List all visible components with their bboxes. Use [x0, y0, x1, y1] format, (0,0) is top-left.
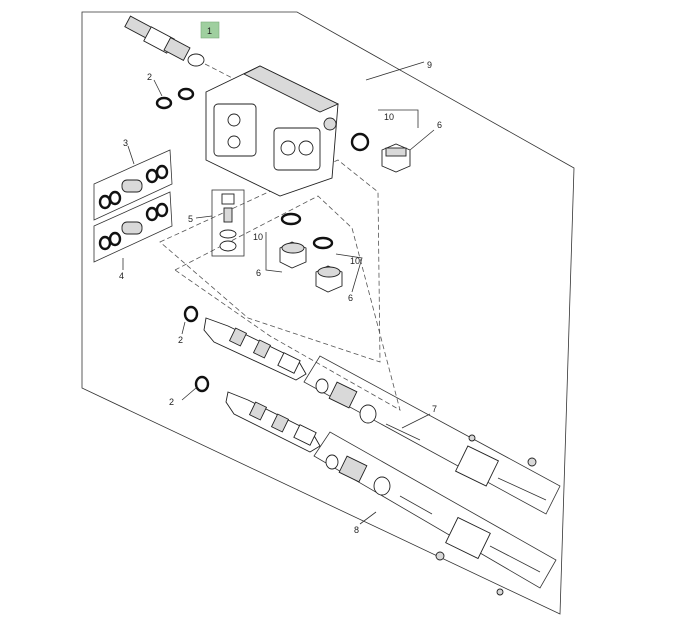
- plug-6-right[interactable]: [381, 143, 411, 173]
- callout-6-right: 6: [437, 120, 442, 130]
- leader-line: [265, 232, 283, 273]
- o-ring-10-icon: [312, 236, 334, 250]
- callout-6-center: 6: [256, 268, 261, 278]
- relief-valve-cartridge[interactable]: [124, 15, 205, 67]
- callout-8: 8: [354, 525, 359, 535]
- leader-line: [195, 215, 213, 219]
- seal-kit-3[interactable]: [93, 149, 173, 221]
- plug-6-center[interactable]: [279, 241, 307, 269]
- leader-line: [359, 511, 377, 525]
- o-ring-10-icon: [350, 132, 370, 152]
- o-ring-2-icon: [155, 96, 173, 110]
- leader-line: [365, 61, 425, 81]
- callout-3: 3: [123, 138, 128, 148]
- leader-line: [401, 413, 431, 429]
- plug-6-lower[interactable]: [315, 265, 343, 293]
- leader-line: [127, 145, 135, 165]
- o-ring-2-icon: [177, 87, 195, 101]
- callout-10-center: 10: [253, 232, 263, 242]
- callout-9: 9: [427, 60, 432, 70]
- spool-lower[interactable]: [225, 391, 321, 453]
- inner-dashed-enclosure: [174, 195, 401, 411]
- callout-7: 7: [432, 404, 437, 414]
- leader-line: [181, 321, 186, 335]
- seal-kit-4[interactable]: [93, 191, 173, 263]
- assembly-frame: [81, 11, 575, 615]
- callout-2-spool-lower: 2: [169, 397, 174, 407]
- spring-kit-7[interactable]: [303, 355, 561, 515]
- leader-line: [335, 253, 363, 293]
- valve-body[interactable]: [205, 65, 340, 197]
- callout-6-lower: 6: [348, 293, 353, 303]
- leader-line: [378, 109, 419, 128]
- callout-4: 4: [119, 271, 124, 281]
- spool-upper[interactable]: [203, 317, 307, 381]
- callout-2-spool-upper: 2: [178, 335, 183, 345]
- callout-5: 5: [188, 214, 193, 224]
- o-ring-10-icon: [280, 212, 302, 226]
- callout-2-top: 2: [147, 72, 152, 82]
- spring-kit-8[interactable]: [313, 431, 557, 596]
- callout-10-right: 10: [384, 112, 394, 122]
- callout-10-lower: 10: [350, 256, 360, 266]
- check-valve-kit-5[interactable]: [211, 189, 245, 257]
- callout-1-highlight: [200, 21, 220, 39]
- callout-1: 1: [207, 26, 212, 36]
- o-ring-2-icon: [194, 375, 210, 393]
- leader-line: [181, 387, 197, 401]
- leader-line: [409, 129, 435, 151]
- leader-line: [153, 79, 163, 97]
- o-ring-2-icon: [183, 305, 199, 323]
